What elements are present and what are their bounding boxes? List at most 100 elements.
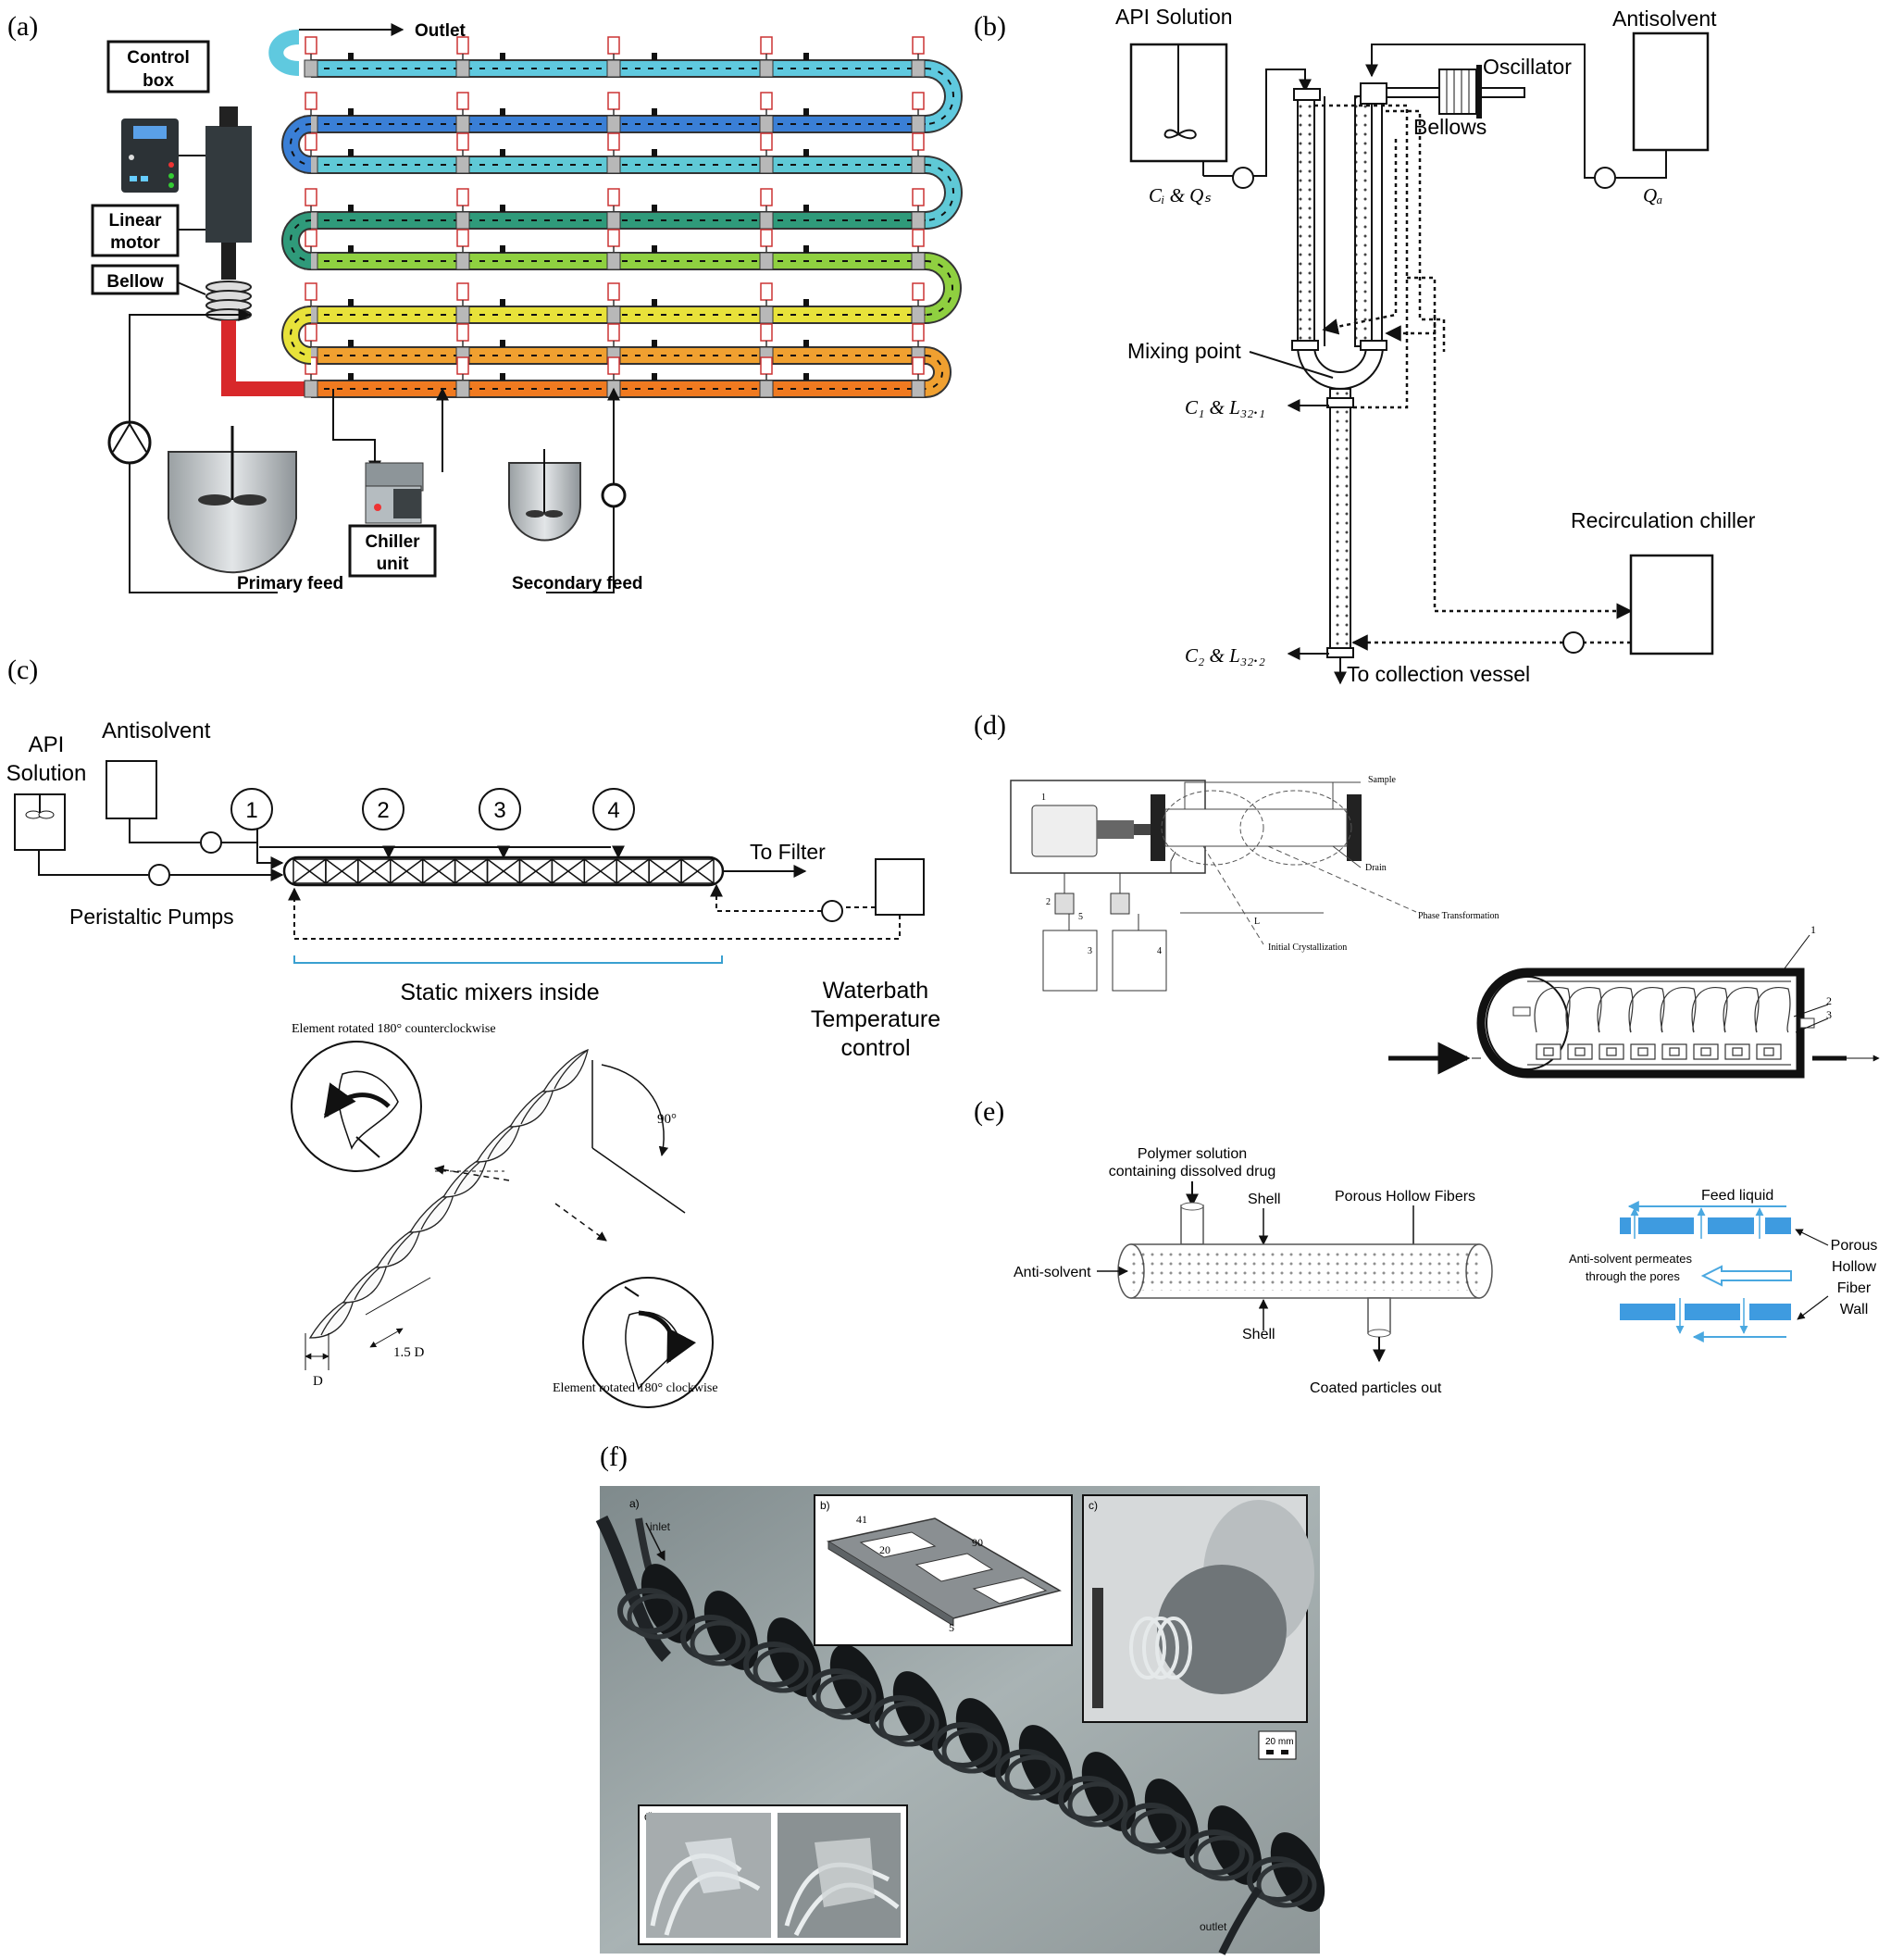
baffle-joint — [911, 306, 926, 324]
linear-motor-label-line1: Linear — [108, 211, 162, 231]
baffle-joint — [606, 59, 621, 78]
thermocouple-icon — [912, 92, 925, 110]
thermocouple-icon — [760, 282, 773, 301]
secondary-feed-label: Secondary feed — [512, 574, 643, 593]
coil-loop — [1534, 987, 1571, 1033]
baffle-joint — [455, 380, 470, 398]
label-n3: 3 — [1088, 946, 1092, 956]
mixer-element-detail: Element rotated 180° counterclockwise El… — [291, 1022, 718, 1408]
coil-loop — [1597, 987, 1634, 1033]
thermocouple-icon — [760, 132, 773, 151]
control-box-label-line2: box — [143, 71, 174, 91]
d15-label: 1.5 D — [393, 1345, 425, 1360]
tube-coil — [932, 1722, 993, 1768]
antisolvent-label: Antisolvent — [1612, 6, 1717, 31]
static-mixers-bracket — [293, 955, 723, 964]
panel-d-letter: (d) — [974, 710, 1006, 741]
wall-label-line4: Wall — [1840, 1302, 1869, 1317]
panel-c: (c) API Solution Antisolvent Peristaltic… — [6, 655, 940, 1408]
injection-ports: 1 2 3 4 — [230, 788, 635, 859]
peristaltic-pumps-label: Peristaltic Pumps — [69, 905, 234, 929]
port-1-label: 1 — [245, 798, 257, 823]
coil-label-3: 3 — [1826, 1008, 1832, 1021]
oscillatory-baffled-reactor — [281, 36, 963, 398]
baffle-joint — [759, 211, 774, 230]
permeate-label-line2: through the pores — [1586, 1269, 1680, 1283]
tube-coil — [869, 1695, 930, 1742]
tube-coil — [1058, 1776, 1119, 1822]
baffle-joint — [455, 306, 470, 324]
baffle-joint — [759, 252, 774, 270]
thermocouple-icon — [912, 323, 925, 342]
length-l-label: L — [1254, 917, 1260, 927]
tube-coil — [680, 1615, 741, 1661]
baffle-joint — [911, 59, 926, 78]
thermocouple-icon — [912, 188, 925, 206]
baffle-joint — [606, 211, 621, 230]
primary-feed-label: Primary feed — [237, 574, 343, 593]
feed-liquid-label: Feed liquid — [1701, 1188, 1773, 1204]
c2-l32-label: C₂ & L₃₂.₂ — [1185, 644, 1265, 667]
thermocouple-icon — [607, 36, 620, 55]
thermocouple-icon — [760, 323, 773, 342]
scale-bar-label: 20 mm — [1265, 1737, 1294, 1747]
chiller-label-line2: unit — [377, 555, 409, 574]
baffle-joint — [304, 59, 318, 78]
tube-coil — [1247, 1856, 1308, 1903]
feed-tank-4 — [1112, 930, 1167, 992]
antisolvent-label-c: Antisolvent — [102, 718, 211, 743]
coil-loop — [1691, 987, 1728, 1033]
label-n4: 4 — [1157, 946, 1162, 956]
thermocouple-icon — [607, 229, 620, 247]
port-2-label: 2 — [377, 798, 389, 823]
angle-label: 90° — [657, 1112, 677, 1127]
control-box-label-line1: Control — [127, 48, 190, 68]
baffle-joint — [606, 156, 621, 174]
thermocouple-icon — [760, 188, 773, 206]
shell-bottom-label: Shell — [1242, 1327, 1275, 1342]
label-n5: 5 — [1078, 912, 1083, 922]
tube-coil — [1121, 1803, 1182, 1849]
label-n1: 1 — [1041, 793, 1046, 803]
thermocouple-icon — [760, 92, 773, 110]
mixing-point-label: Mixing point — [1127, 339, 1241, 363]
drain-label: Drain — [1365, 863, 1387, 873]
outlet-label-f: outlet — [1200, 1920, 1227, 1933]
thermocouple-icon — [912, 282, 925, 301]
recirculation-chiller-label: Recirculation chiller — [1571, 508, 1756, 532]
baffle-joint — [759, 306, 774, 324]
tube-coil — [617, 1588, 678, 1634]
wall-label-line3: Fiber — [1837, 1280, 1872, 1296]
polymer-solution-label-line1: Polymer solution — [1138, 1146, 1247, 1162]
dim-41: 41 — [856, 1513, 867, 1526]
coil-loop — [1628, 987, 1665, 1033]
recirculation-chiller-box — [1629, 554, 1714, 655]
polymer-solution-label-line2: containing dissolved drug — [1109, 1164, 1276, 1180]
thermocouple-icon — [305, 282, 317, 301]
oscillator-label: Oscillator — [1483, 55, 1572, 79]
wall-label-line2: Hollow — [1832, 1259, 1876, 1275]
baffle-disc-photo — [1157, 1565, 1287, 1694]
baffle-joint — [911, 156, 926, 174]
baffle-joint — [304, 380, 318, 398]
api-solution-label-c-line1: API — [29, 732, 65, 757]
coiled-crystallizer — [1388, 934, 1880, 1079]
thermocouple-icon — [456, 132, 469, 151]
control-box-display — [133, 126, 167, 139]
panel-a: (a) Control box Linear motor Bellow — [7, 11, 963, 593]
coil-loop — [1660, 987, 1697, 1033]
baffle-plate-left — [1151, 794, 1165, 861]
bellows-label: Bellows — [1413, 115, 1487, 139]
outlet-label: Outlet — [415, 21, 467, 41]
label-n2: 2 — [1046, 897, 1051, 907]
thermocouple-icon — [607, 356, 620, 375]
cw-label: Element rotated 180° clockwise — [553, 1381, 718, 1395]
baffle-joint — [606, 115, 621, 133]
coil-loop — [1754, 987, 1791, 1033]
panel-e: (e) Polymer solution containing dissolve… — [974, 1096, 1877, 1396]
c1-l32-label: C₁ & L₃₂.₁ — [1185, 396, 1265, 418]
linear-motor — [205, 126, 252, 243]
thermocouple-icon — [305, 36, 317, 55]
baffle-joint — [455, 252, 470, 270]
